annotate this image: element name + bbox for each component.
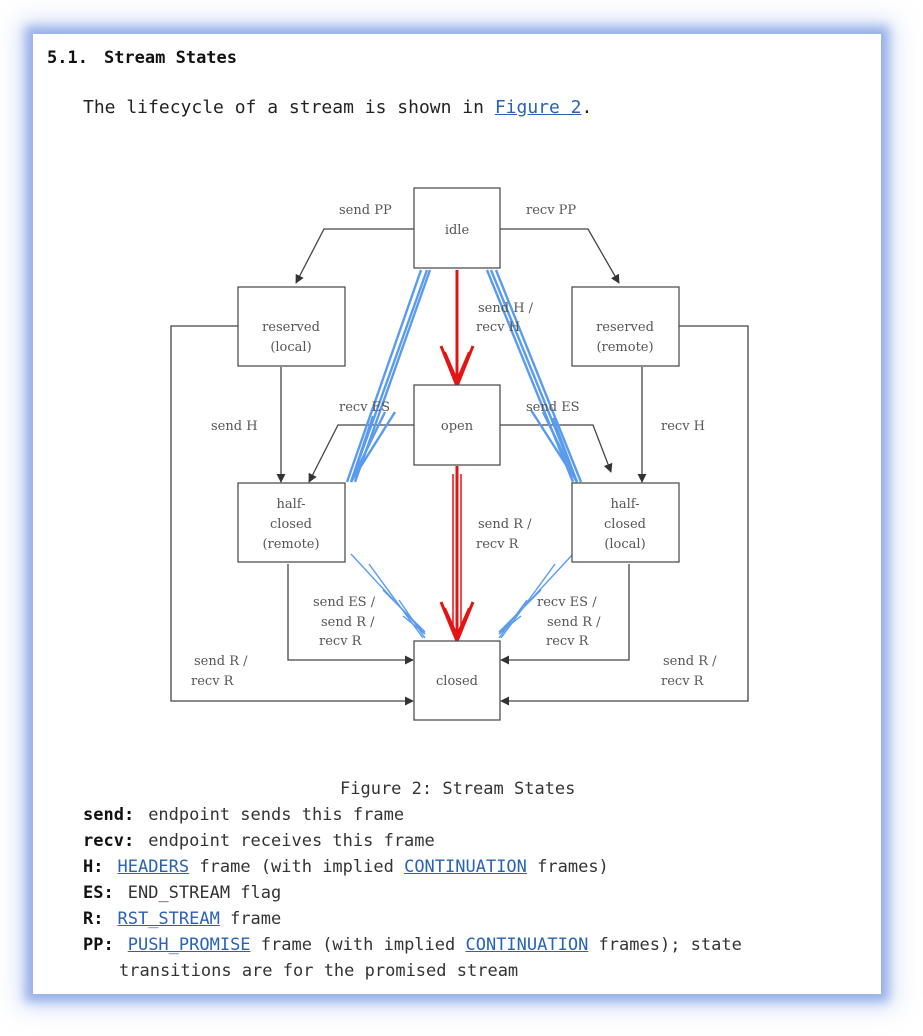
label-send-r-recv-r-mid-2: recv R (476, 537, 520, 552)
legend-row: send: endpoint sends this frame (83, 802, 742, 828)
svg-text:open: open (441, 419, 474, 434)
legend-text: frame (219, 909, 282, 929)
label-send-pp: send PP (339, 203, 392, 218)
intro-text: The lifecycle of a stream is shown in (83, 97, 495, 118)
label-recv-es-right-1: recv ES / (537, 595, 597, 610)
edge-reserved-local-closed (170, 325, 414, 706)
legend-row: R: RST_STREAM frame (83, 906, 742, 932)
legend-link[interactable]: CONTINUATION (465, 935, 589, 955)
red-highlight-arrows (439, 270, 475, 645)
section-number: 5.1. (47, 48, 88, 68)
svg-text:closed: closed (436, 674, 478, 689)
legend-row: PP: PUSH_PROMISE frame (with implied CONT… (83, 932, 742, 958)
legend-continuation: transitions are for the promised stream (119, 961, 519, 981)
label-recv-es-right-2: send R / (547, 615, 601, 630)
svg-text:closed: closed (604, 517, 646, 532)
legend-text: frame (with implied (189, 857, 405, 877)
state-reserved-remote: reserved (remote) (571, 286, 680, 367)
legend-text: endpoint receives this frame (148, 831, 435, 851)
legend-text: frame (with implied (250, 935, 466, 955)
blue-fan-to-closed (350, 553, 574, 639)
state-closed: closed (413, 640, 501, 721)
figure-2-link[interactable]: Figure 2 (494, 97, 582, 118)
edge-reserved-remote-closed (500, 325, 749, 706)
legend-key: PP: (83, 935, 114, 955)
svg-text:(remote): (remote) (596, 340, 653, 355)
state-open: open (413, 384, 501, 466)
label-send-h-recv-h-2: recv H (476, 320, 520, 335)
label-send-h-recv-h-1: send H / (478, 301, 534, 316)
label-recv-es-right-3: recv R (546, 634, 590, 649)
label-send-r-recv-r-mid-1: send R / (478, 517, 532, 532)
intro-end: . (581, 97, 593, 118)
legend-text: END_STREAM flag (127, 883, 282, 903)
label-send-r-recv-r-left-1: send R / (194, 654, 248, 669)
document-page: 5.1. Stream States The lifecycle of a str… (33, 34, 881, 994)
edge-send-es (500, 424, 613, 473)
legend-link[interactable]: CONTINUATION (404, 857, 527, 877)
label-send-r-recv-r-right-1: send R / (663, 654, 717, 669)
label-recv-es: recv ES (339, 400, 390, 415)
edge-half-remote-closed (287, 564, 414, 665)
legend-link[interactable]: RST_STREAM (117, 909, 220, 929)
svg-text:idle: idle (445, 223, 470, 238)
legend-link[interactable]: HEADERS (117, 857, 190, 877)
state-idle: idle (413, 187, 501, 269)
figure-caption: Figure 2: Stream States (340, 779, 576, 799)
legend-row: ES: END_STREAM flag (83, 880, 742, 906)
label-recv-pp: recv PP (526, 203, 576, 218)
section-title: Stream States (103, 48, 238, 68)
svg-text:(remote): (remote) (262, 537, 319, 552)
edge-half-local-closed (500, 564, 630, 665)
legend-key: recv: (83, 831, 135, 851)
legend-key: R: (83, 909, 104, 929)
legend-link[interactable]: PUSH_PROMISE (127, 935, 251, 955)
blue-highlight-strokes (345, 269, 583, 483)
label-send-r-recv-r-right-2: recv R (661, 674, 705, 689)
edge-recv-pp (500, 228, 620, 284)
label-send-es: send ES (526, 400, 580, 415)
section-heading: 5.1. Stream States (47, 48, 237, 68)
state-reserved-local: reserved (local) (237, 286, 346, 367)
svg-text:closed: closed (270, 517, 312, 532)
state-half-closed-local: half- closed (local) (571, 482, 680, 563)
svg-text:half-: half- (610, 497, 639, 512)
svg-text:reserved: reserved (596, 320, 654, 335)
label-send-es-left-2: send R / (321, 615, 375, 630)
legend-key: H: (83, 857, 104, 877)
legend-text: frames) (526, 857, 609, 877)
svg-text:(local): (local) (604, 537, 645, 552)
edge-send-pp (295, 228, 414, 284)
label-send-es-left-3: recv R (319, 634, 363, 649)
label-send-es-left-1: send ES / (313, 595, 376, 610)
label-recv-h: recv H (661, 419, 705, 434)
legend-row: recv: endpoint receives this frame (83, 828, 742, 854)
label-send-h: send H (211, 419, 258, 434)
state-half-closed-remote: half- closed (remote) (237, 482, 346, 563)
stream-state-diagram: idle reserved (local) reserved (remote) … (170, 187, 749, 721)
intro-paragraph: The lifecycle of a stream is shown in Fi… (83, 97, 592, 118)
legend-key: ES: (83, 883, 114, 903)
label-send-r-recv-r-left-2: recv R (191, 674, 235, 689)
edge-recv-es (308, 424, 414, 483)
svg-text:(local): (local) (270, 340, 311, 355)
legend-text: endpoint sends this frame (148, 805, 405, 825)
legend-text: frames); state (588, 935, 742, 955)
legend-row: H: HEADERS frame (with implied CONTINUATI… (83, 854, 742, 880)
transition-lines (170, 228, 749, 706)
legend: send: endpoint sends this frame recv: endpo… (83, 802, 742, 984)
legend-key: send: (83, 805, 135, 825)
svg-text:reserved: reserved (262, 320, 320, 335)
svg-text:half-: half- (276, 497, 305, 512)
